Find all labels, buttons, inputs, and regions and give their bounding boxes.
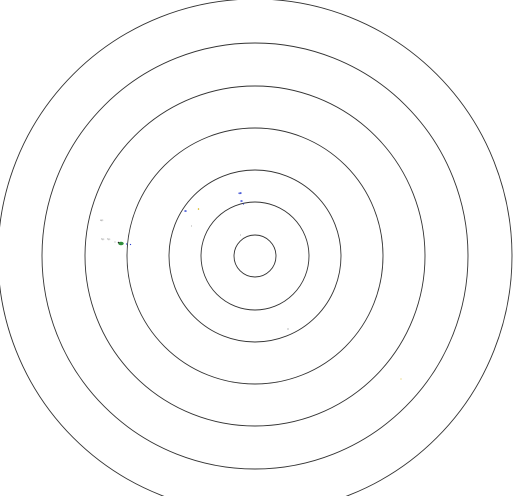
marker-yellow-14: [400, 378, 402, 380]
marker-green-8: [118, 241, 124, 246]
marker-blue-11: [129, 243, 132, 246]
marker-gray-6: [191, 225, 192, 227]
marker-blue-3: [242, 203, 245, 205]
marker-label-4: ap: [238, 191, 242, 195]
marker-black-9: [117, 241, 120, 244]
ring-5: [84, 85, 426, 427]
marker-yellow-5: [197, 208, 200, 210]
marker-gray-7: [240, 234, 241, 236]
marker-blue-4: [184, 210, 187, 212]
marker-blue-10: [125, 243, 128, 245]
ring-4: [126, 127, 384, 385]
markers-group: [114, 192, 402, 380]
marker-gray-13: [287, 328, 289, 330]
marker-label-2: hp: [101, 237, 105, 241]
ring-1: [233, 234, 277, 278]
ring-2: [200, 201, 310, 311]
marker-label-3: hp: [107, 237, 111, 241]
marker-gray-12: [114, 241, 116, 243]
ring-3: [168, 169, 342, 343]
ring-6: [41, 42, 469, 470]
marker-blue-1: [239, 192, 242, 194]
marker-label-1: ap: [100, 218, 104, 222]
marker-blue-2: [240, 200, 243, 202]
